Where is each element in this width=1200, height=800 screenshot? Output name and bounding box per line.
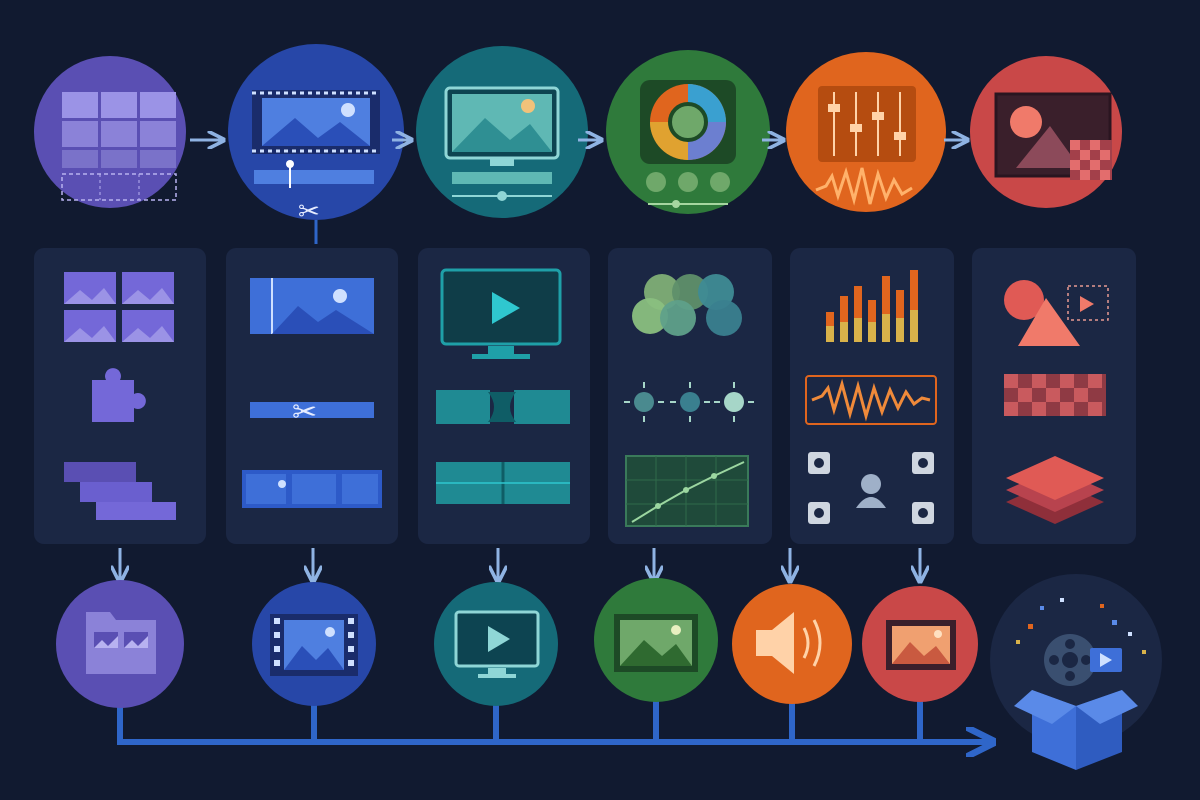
clip-grid-import-icon xyxy=(61,92,177,201)
transition-icon xyxy=(436,390,570,424)
monitor-play-icon xyxy=(454,610,540,678)
puzzle-piece-icon xyxy=(92,368,146,422)
output-effects-node xyxy=(862,586,978,702)
filmstrip-cut-icon: ✂ xyxy=(252,90,380,227)
level-meter-icon xyxy=(826,270,918,342)
layers-stack-icon xyxy=(1006,456,1104,524)
stage-import-node xyxy=(34,56,186,208)
stage-effects-node xyxy=(970,56,1122,208)
down-arrows xyxy=(120,548,920,580)
stage-edit-node: ✂ xyxy=(228,44,404,227)
effects-frame-icon xyxy=(994,92,1112,180)
color-circles-icon xyxy=(632,274,742,336)
speaker-icon xyxy=(756,612,822,674)
split-timeline-icon xyxy=(436,462,570,504)
stage-audio-node xyxy=(786,52,946,212)
detail-panels xyxy=(34,248,1136,544)
clip-timeline-icon xyxy=(242,470,382,508)
output-audio-node xyxy=(732,584,852,704)
image-thumbnails-icon xyxy=(64,272,174,342)
monitor-preview-icon xyxy=(444,86,560,201)
svg-text:✂: ✂ xyxy=(292,395,317,430)
final-export-node xyxy=(990,574,1162,770)
waveform-icon xyxy=(805,375,937,425)
landscape-image-icon xyxy=(614,614,698,672)
speaker-surround-icon xyxy=(808,452,934,524)
stage-preview-node xyxy=(416,46,588,218)
output-color-node xyxy=(594,578,718,702)
brightness-dials-icon xyxy=(624,382,754,422)
stage-color-node xyxy=(606,50,770,214)
scissors-cut-icon: ✂ xyxy=(250,395,374,430)
layered-clips-icon xyxy=(64,462,176,520)
trim-frame-icon xyxy=(250,278,374,334)
image-frame-icon xyxy=(886,620,956,670)
export-package-icon xyxy=(1014,598,1146,770)
curve-graph-icon xyxy=(625,455,749,527)
output-preview-node xyxy=(434,582,558,706)
checker-pattern-icon xyxy=(1004,374,1106,416)
shapes-effects-icon xyxy=(1004,280,1109,346)
color-wheel-icon xyxy=(640,80,736,208)
media-folder-icon xyxy=(86,612,156,674)
audio-mixer-icon xyxy=(815,86,916,206)
monitor-play-icon xyxy=(440,268,562,359)
output-connector-pipe xyxy=(117,697,990,742)
output-import-node xyxy=(56,580,184,708)
svg-text:✂: ✂ xyxy=(298,197,320,227)
output-edit-node xyxy=(252,582,376,706)
film-frame-icon xyxy=(270,614,358,676)
